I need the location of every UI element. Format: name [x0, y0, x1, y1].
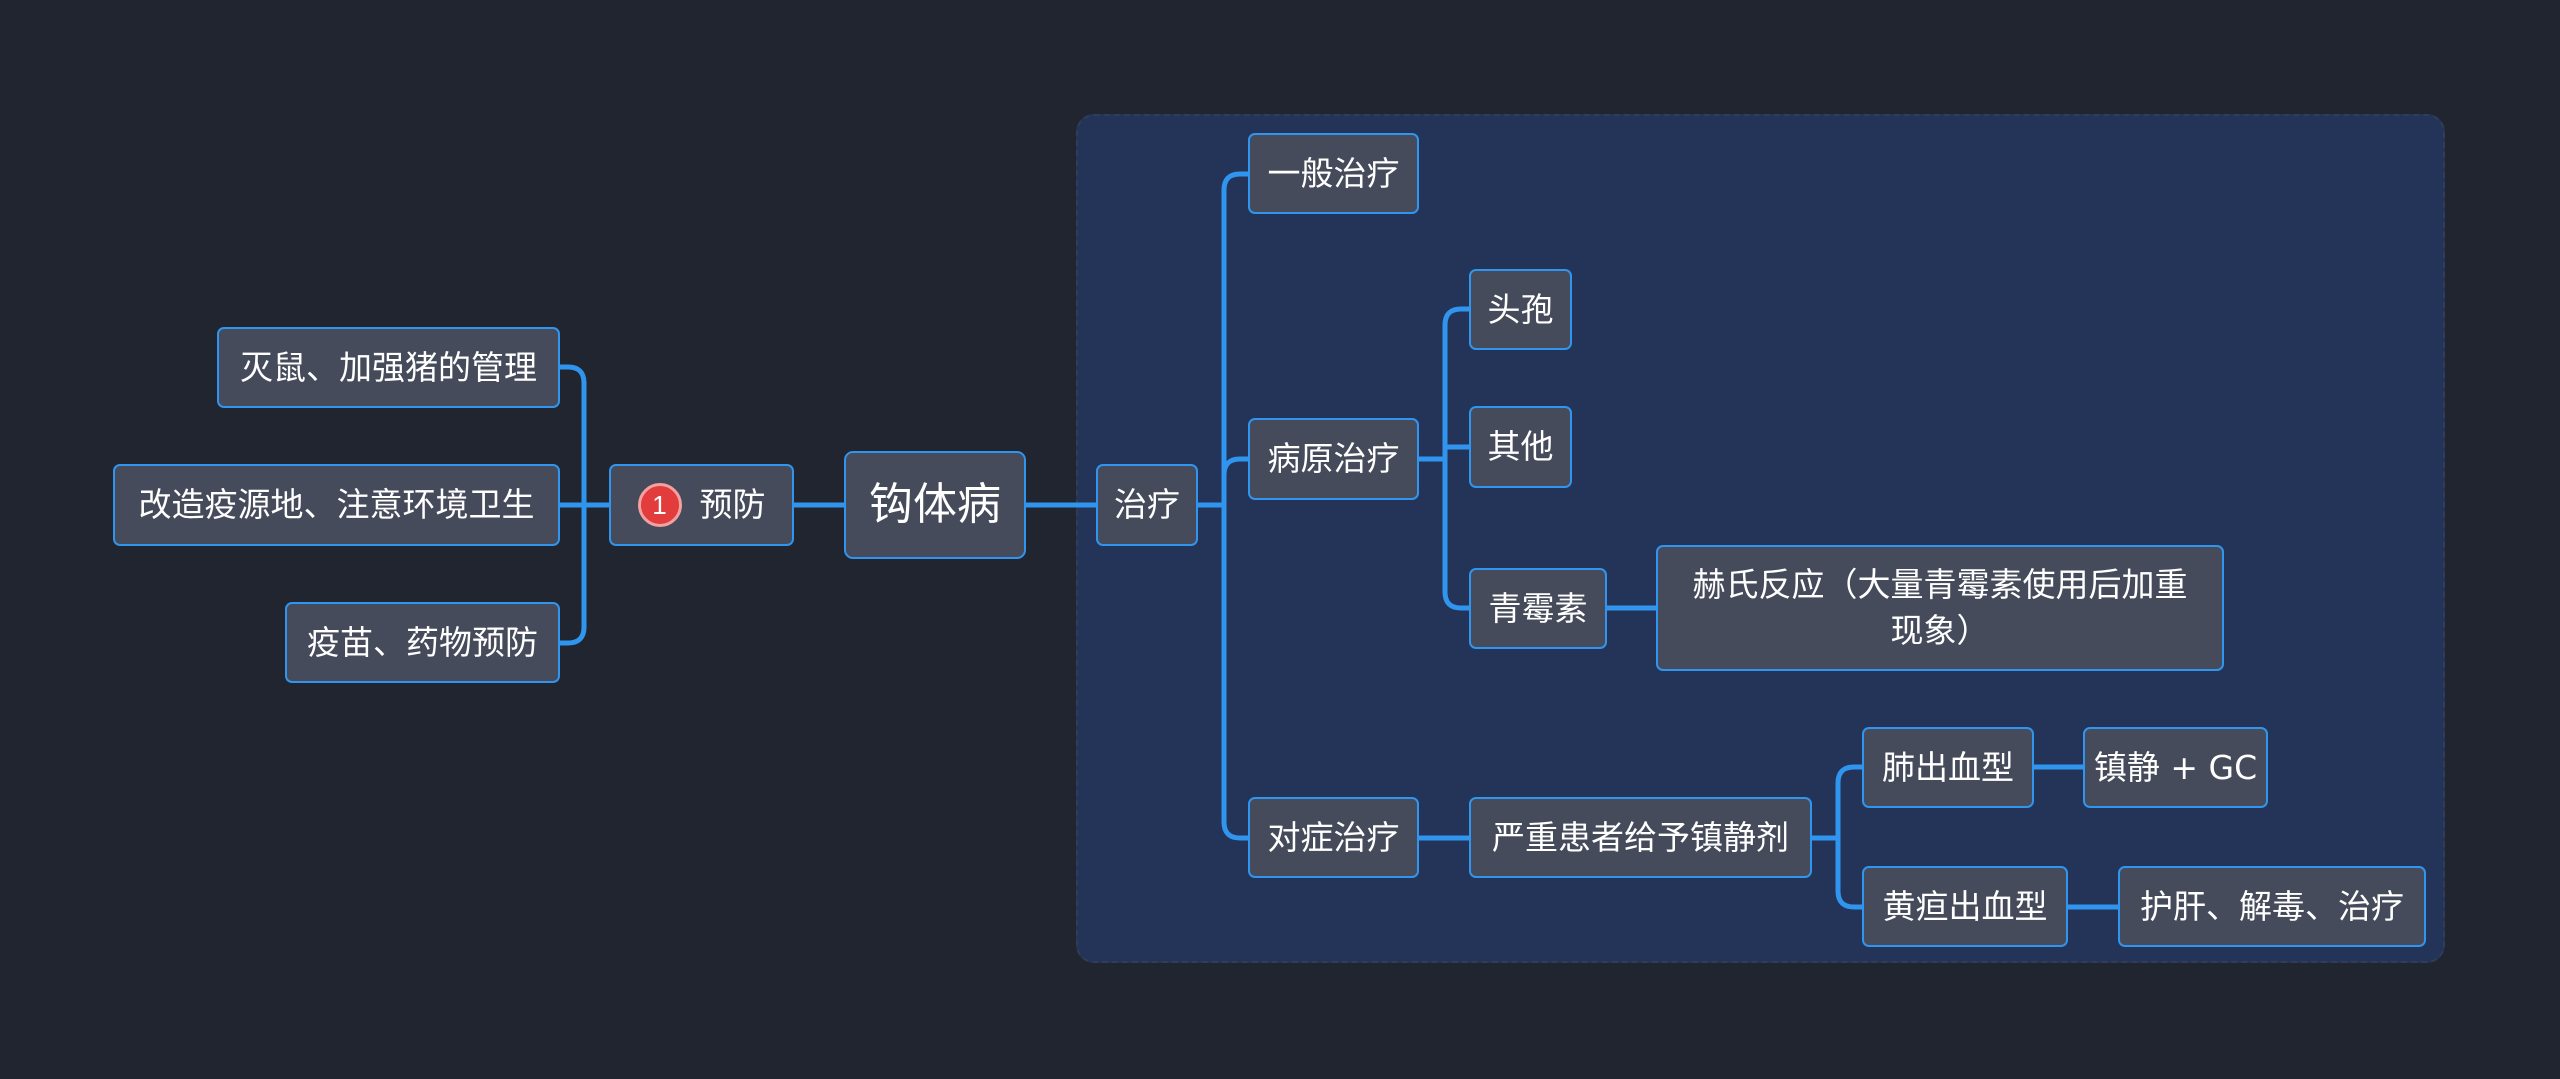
pulmonary-hemorrhage-node[interactable]: 肺出血型	[1862, 727, 2034, 808]
root-label: 钩体病	[869, 479, 1001, 530]
treatment-node[interactable]: 治疗	[1096, 464, 1198, 546]
general-treatment-node[interactable]: 一般治疗	[1248, 133, 1419, 214]
penicillin-node[interactable]: 青霉素	[1469, 568, 1607, 649]
connector-treatment-children	[1195, 171, 1251, 841]
prevention-item-environment[interactable]: 改造疫源地、注意环境卫生	[113, 464, 560, 546]
cephalosporin-node[interactable]: 头孢	[1469, 269, 1572, 350]
priority-1-badge-icon: 1	[637, 483, 682, 527]
jaundice-hemorrhage-node[interactable]: 黄疸出血型	[1862, 866, 2068, 947]
other-node[interactable]: 其他	[1469, 406, 1572, 488]
prevention-label: 预防	[699, 485, 766, 524]
root-node[interactable]: 钩体病	[844, 451, 1026, 559]
prevention-item-vaccine[interactable]: 疫苗、药物预防	[285, 602, 560, 683]
sedative-node[interactable]: 严重患者给予镇静剂	[1469, 797, 1812, 878]
prevention-node[interactable]: 1 预防	[609, 464, 794, 546]
prevention-item-rodent-control[interactable]: 灭鼠、加强猪的管理	[217, 327, 560, 408]
connector-pathogen-children	[1416, 306, 1472, 611]
symptomatic-treatment-node[interactable]: 对症治疗	[1248, 797, 1419, 878]
pulmonary-treatment-node[interactable]: 镇静 + GC	[2083, 727, 2268, 808]
connector-prevention-children	[557, 364, 612, 646]
jaundice-treatment-node[interactable]: 护肝、解毒、治疗	[2118, 866, 2426, 947]
connector-sedative-types	[1809, 764, 1865, 910]
herxheimer-reaction-node[interactable]: 赫氏反应（大量青霉素使用后加重现象）	[1656, 545, 2224, 671]
pathogen-treatment-node[interactable]: 病原治疗	[1248, 418, 1419, 500]
